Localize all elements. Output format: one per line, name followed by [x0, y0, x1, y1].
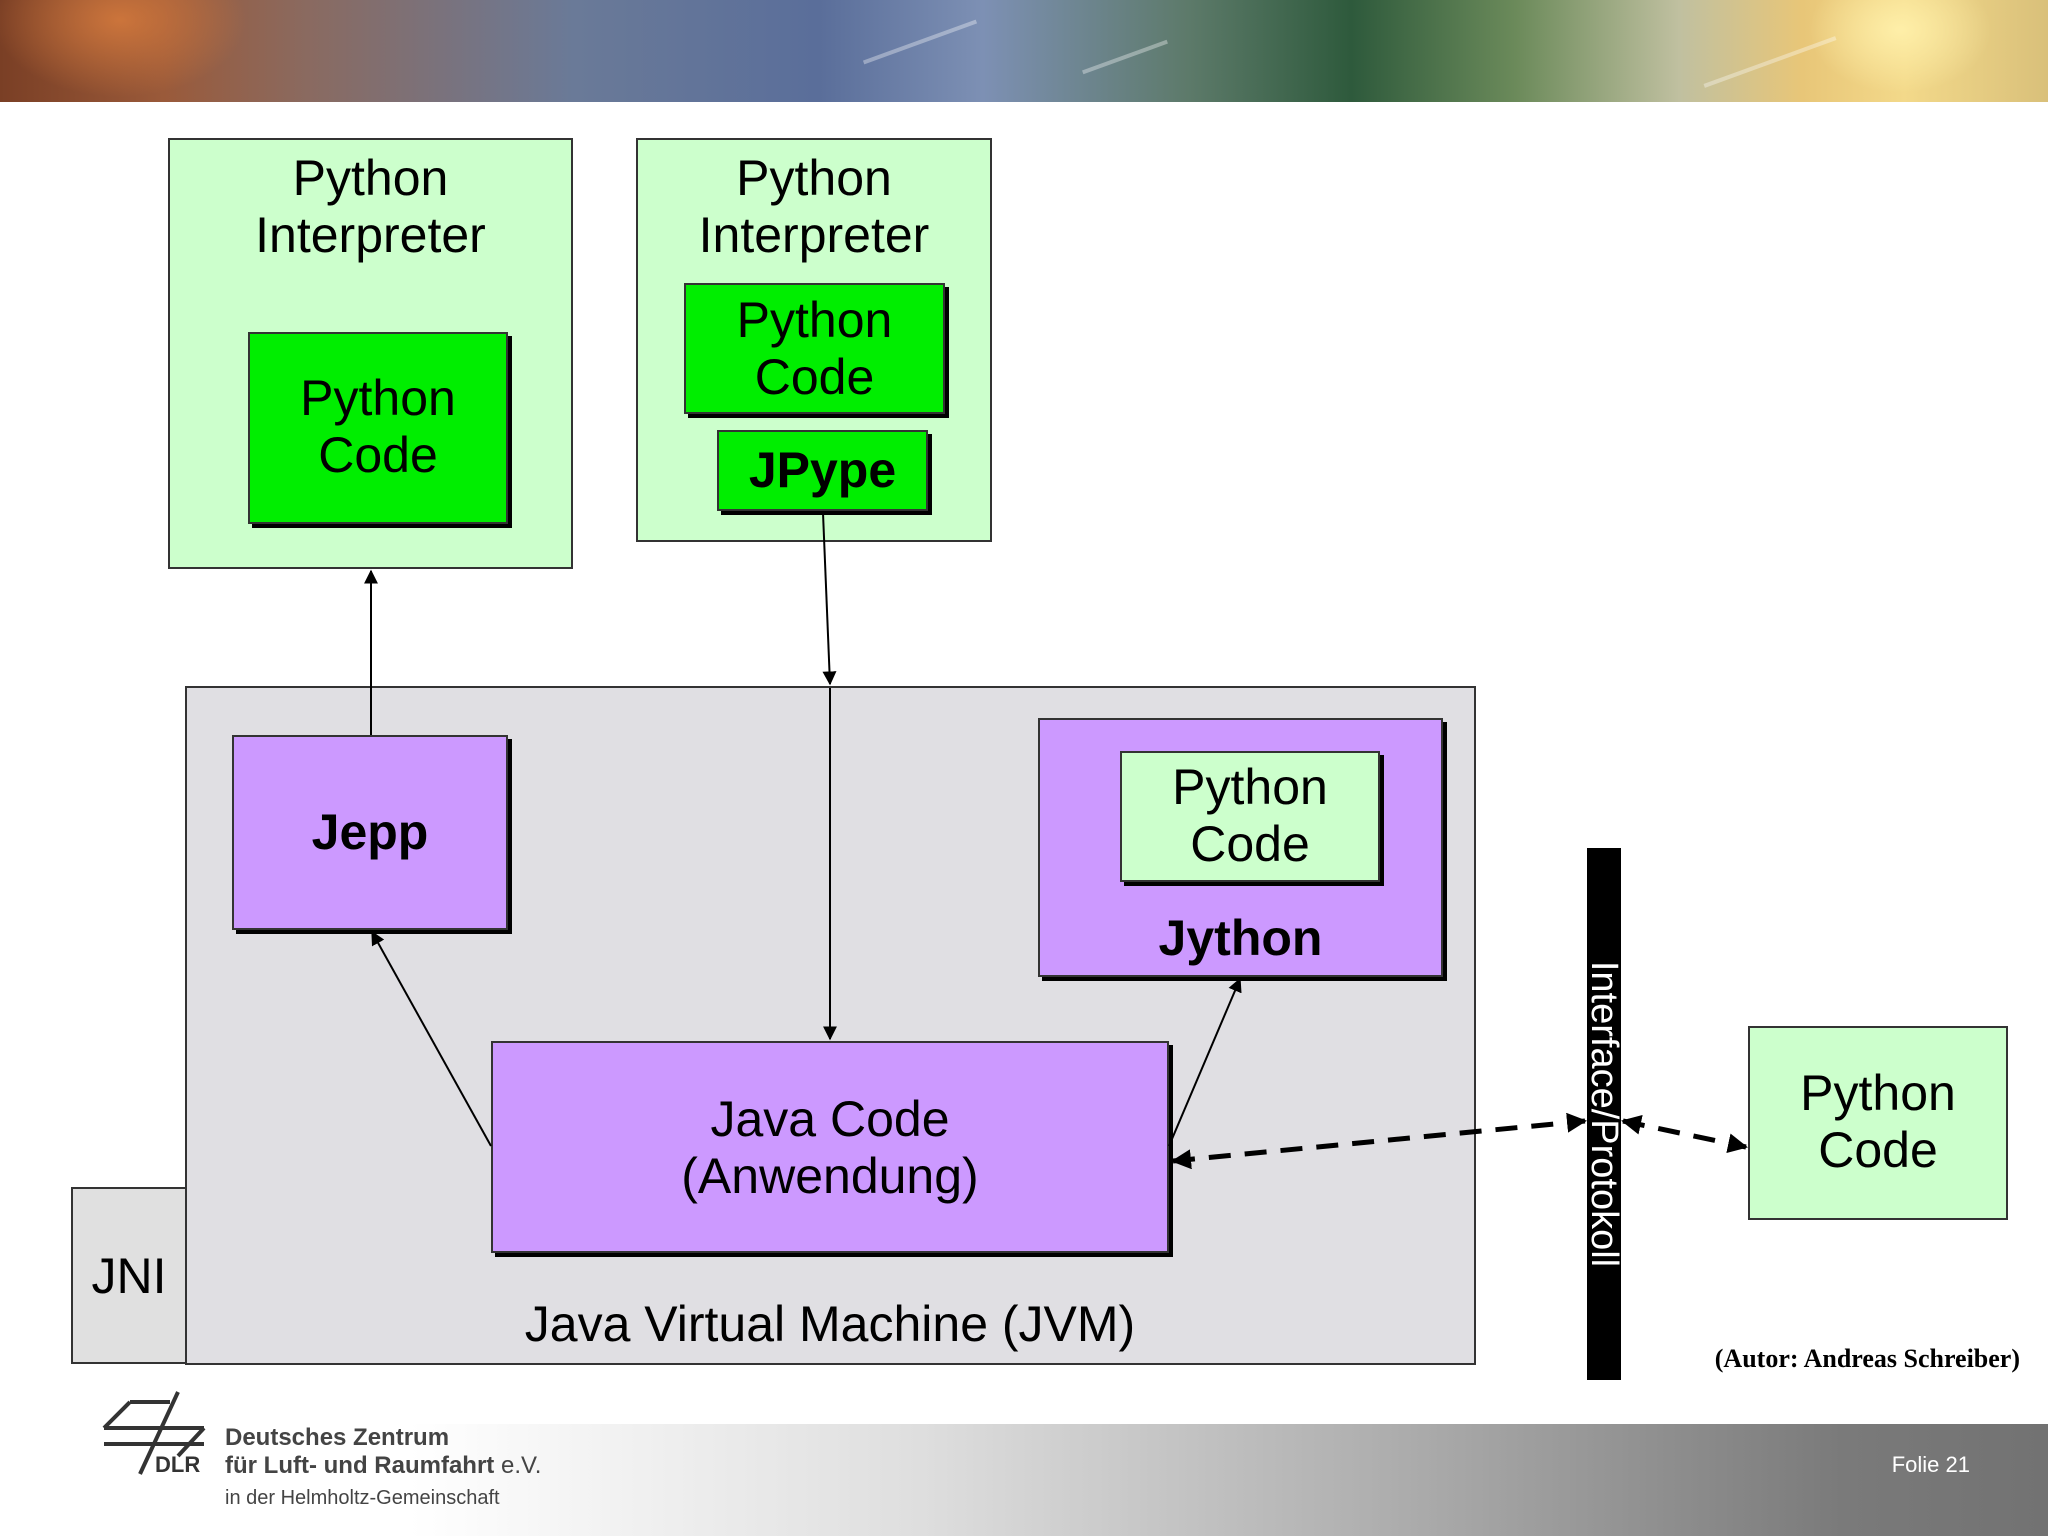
jython-python-code-label: Python Code — [1172, 759, 1328, 872]
footer-bar — [0, 1424, 2048, 1536]
header-banner-image — [0, 0, 2048, 102]
org-name-suffix: e.V. — [500, 1452, 542, 1479]
python-interpreter-left-title: Python Interpreter — [255, 150, 486, 263]
jython-python-code — [1120, 751, 1380, 882]
dlr-logo-icon — [102, 1391, 206, 1475]
jpype-label: JPype — [748, 442, 897, 498]
org-name-line3: in der Helmholtz-Gemeinschaft — [225, 1487, 500, 1509]
java-code-label: Java Code (Anwendung) — [681, 1091, 979, 1204]
jython-label: Jython — [1158, 910, 1323, 966]
external-python-code — [1748, 1026, 2008, 1220]
external-python-code-label: Python Code — [1800, 1065, 1956, 1178]
author-credit: (Autor: Andreas Schreiber) — [1714, 1344, 2020, 1373]
jepp-box — [232, 735, 508, 930]
org-name-line2: für Luft- und Raumfahrt e.V. — [225, 1452, 541, 1480]
jni-box — [71, 1187, 187, 1364]
python-interpreter-right-title: Python Interpreter — [698, 150, 930, 263]
slide-number: Folie 21 — [1891, 1452, 1970, 1477]
interface-label: Interface/Protokoll — [1583, 960, 1625, 1268]
python-code-right — [684, 283, 945, 414]
java-code-box — [491, 1041, 1169, 1253]
python-code-right-label: Python Code — [736, 292, 893, 405]
org-name-line2-text: für Luft- und Raumfahrt — [225, 1452, 495, 1479]
jvm-label: Java Virtual Machine (JVM) — [524, 1296, 1136, 1352]
jni-label: JNI — [91, 1248, 167, 1304]
jpype-box — [717, 430, 928, 511]
arrow-interface-to-external — [1621, 1114, 1748, 1154]
org-name-line1: Deutsches Zentrum — [225, 1424, 450, 1451]
dlr-logo-text: DLR — [155, 1452, 201, 1477]
python-code-left — [248, 332, 508, 524]
jepp-label: Jepp — [311, 804, 429, 860]
interface-bar — [1587, 848, 1621, 1380]
python-code-left-label: Python Code — [300, 370, 456, 483]
